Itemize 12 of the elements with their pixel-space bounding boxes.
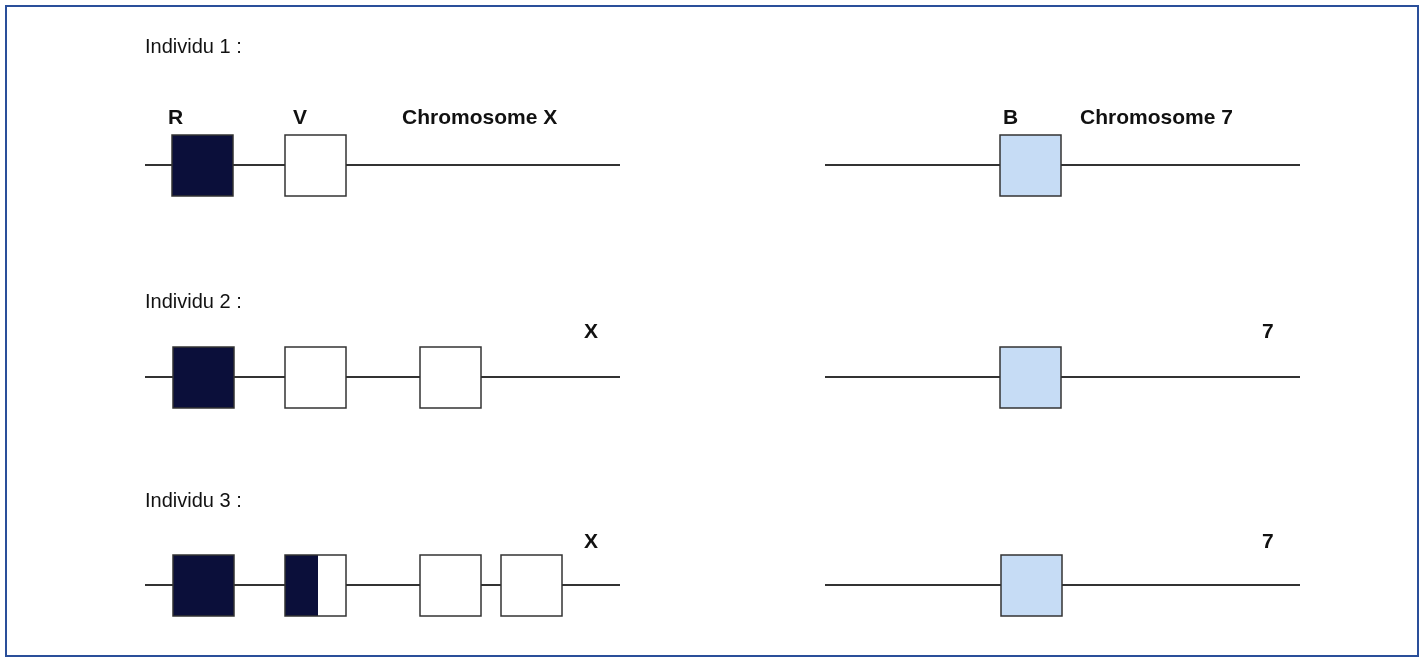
gene-name: V (293, 106, 307, 127)
individual-heading: Individu 1 : (145, 36, 242, 56)
chromosome-name: Chromosome X (402, 106, 558, 127)
chromosome-name: 7 (1262, 530, 1274, 551)
individual-heading: Individu 2 : (145, 291, 242, 311)
chromosome-name: Chromosome 7 (1080, 106, 1233, 127)
chromosome-name: 7 (1262, 320, 1274, 341)
chromosome-name: X (584, 530, 598, 551)
gene-name: R (168, 106, 184, 127)
gene-name: B (1003, 106, 1019, 127)
chromosome-name: X (584, 320, 598, 341)
individual-heading: Individu 3 : (145, 490, 242, 510)
